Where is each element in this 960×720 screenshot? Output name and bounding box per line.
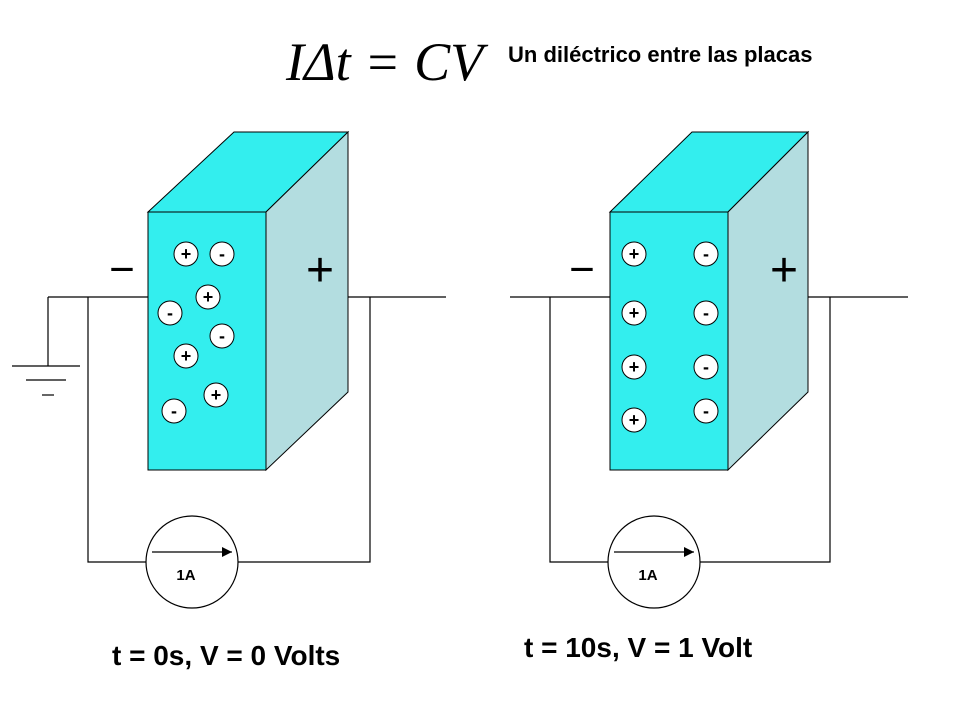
svg-text:+: +: [629, 244, 640, 264]
svg-text:+: +: [629, 410, 640, 430]
svg-text:+: +: [629, 303, 640, 323]
right-circuit: − + + - + - + - + - 1A: [510, 130, 908, 609]
charge: -: [693, 354, 719, 380]
svg-text:-: -: [703, 303, 709, 323]
svg-text:-: -: [219, 244, 225, 264]
charge: -: [157, 300, 183, 326]
svg-text:-: -: [703, 244, 709, 264]
charge: -: [209, 323, 235, 349]
charge: +: [621, 241, 647, 267]
charge: -: [693, 300, 719, 326]
charge: +: [195, 284, 221, 310]
svg-text:+: +: [629, 357, 640, 377]
charge: -: [161, 398, 187, 424]
right-wire-loop-right: [698, 297, 831, 563]
charge: +: [203, 382, 229, 408]
svg-text:+: +: [211, 385, 222, 405]
svg-text:-: -: [703, 401, 709, 421]
ground-icon: [12, 365, 80, 396]
left-positive-sign: +: [306, 244, 334, 297]
left-capacitor-front: [147, 211, 267, 471]
right-ammeter-label: 1A: [638, 567, 657, 584]
charge: -: [209, 241, 235, 267]
right-charges: + - + - + - + -: [621, 241, 719, 433]
left-wire-loop-right: [236, 297, 371, 563]
svg-text:-: -: [171, 401, 177, 421]
left-ammeter-label: 1A: [176, 567, 195, 584]
right-caption: t = 10s, V = 1 Volt: [524, 632, 753, 663]
charge: -: [693, 398, 719, 424]
right-ammeter: 1A: [607, 515, 701, 609]
svg-text:+: +: [181, 346, 192, 366]
left-charges: + - + - - + + -: [157, 241, 235, 424]
svg-text:-: -: [219, 326, 225, 346]
left-wire-loop: [87, 297, 148, 563]
charge: +: [173, 343, 199, 369]
charge: +: [621, 407, 647, 433]
svg-text:+: +: [203, 287, 214, 307]
charge: +: [173, 241, 199, 267]
svg-text:+: +: [181, 244, 192, 264]
left-caption: t = 0s, V = 0 Volts: [112, 640, 341, 671]
left-circuit: − + + - + - - + + - 1A: [12, 130, 446, 609]
formula: IΔt = CV: [286, 32, 484, 92]
charge: +: [621, 354, 647, 380]
left-ammeter: 1A: [145, 515, 239, 609]
charge: -: [693, 241, 719, 267]
right-negative-sign: −: [569, 245, 595, 294]
left-negative-sign: −: [109, 245, 135, 294]
diagram-title: Un diléctrico entre las placas: [508, 42, 813, 67]
right-positive-sign: +: [770, 244, 798, 297]
svg-text:-: -: [703, 357, 709, 377]
right-wire-loop: [549, 297, 610, 563]
svg-text:-: -: [167, 303, 173, 323]
charge: +: [621, 300, 647, 326]
